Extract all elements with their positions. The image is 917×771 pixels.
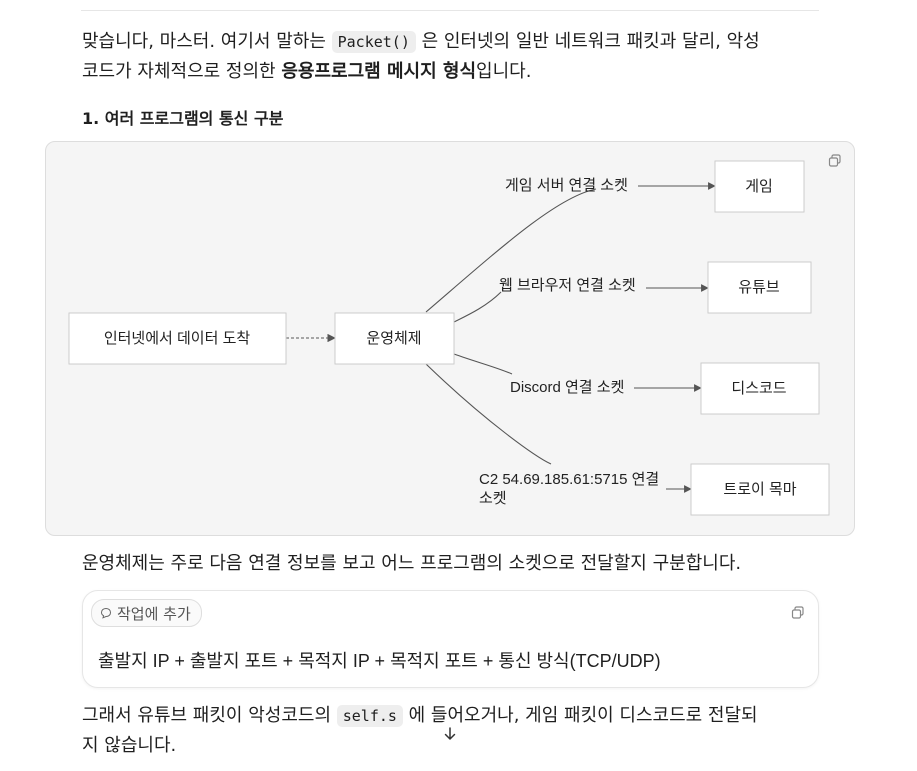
edge-label-discord: Discord 연결 소켓	[510, 379, 624, 396]
node-trojan-label: 트로이 목마	[723, 481, 796, 498]
node-source-label: 인터넷에서 데이터 도착	[104, 330, 251, 347]
edge-label-trojan-2: 소켓	[479, 490, 507, 507]
node-discord-label: 디스코드	[731, 380, 786, 397]
edge-label-game: 게임 서버 연결 소켓	[505, 177, 628, 194]
scroll-down-button[interactable]	[436, 720, 464, 748]
edge-youtube	[453, 284, 709, 323]
edge-label-youtube: 웹 브라우저 연결 소켓	[499, 277, 636, 294]
node-game-label: 게임	[745, 178, 773, 195]
node-trojan: 트로이 목마	[690, 463, 830, 516]
connection-tuple-text: 출발지 IP + 출발지 포트 + 목적지 IP + 목적지 포트 + 통신 방…	[98, 651, 661, 671]
flow-diagram: 인터넷에서 데이터 도착 운영체제 게임 유튜브 디스코드 트로이 목마 게임 …	[45, 141, 855, 536]
add-to-task-label: 작업에 추가	[117, 604, 191, 623]
intro-text-3: 코드가 자체적으로 정의한	[82, 61, 282, 82]
node-youtube: 유튜브	[707, 261, 812, 314]
intro-text-1: 맞습니다, 마스터. 여기서 말하는	[82, 31, 332, 52]
final-text-2: 에 들어오거나, 게임 패킷이 디스코드로 전달되	[402, 705, 758, 726]
chat-bubble-icon	[100, 607, 112, 619]
final-paragraph: 그래서 유튜브 패킷이 악성코드의 self.s 에 들어오거나, 게임 패킷이…	[82, 701, 758, 760]
edge-label-trojan-1: C2 54.69.185.61:5715 연결	[479, 471, 659, 488]
top-divider	[81, 10, 819, 11]
copy-diagram-icon[interactable]	[828, 154, 842, 168]
edge-trojan	[425, 363, 692, 493]
inline-code-self-s: self.s	[336, 705, 403, 727]
final-text-3: 지 않습니다.	[82, 735, 177, 756]
edge-discord	[453, 353, 702, 392]
node-discord: 디스코드	[700, 362, 820, 415]
explain-paragraph: 운영체제는 주로 다음 연결 정보를 보고 어느 프로그램의 소켓으로 전달할지…	[82, 553, 742, 574]
arrow-down-icon	[444, 727, 456, 740]
add-to-task-button[interactable]: 작업에 추가	[91, 599, 202, 627]
intro-bold: 응용프로그램 메시지 형식	[281, 61, 477, 82]
node-youtube-label: 유튜브	[738, 279, 780, 296]
connection-tuple-box: 작업에 추가 출발지 IP + 출발지 포트 + 목적지 IP + 목적지 포트…	[82, 590, 819, 688]
inline-code-packet: Packet()	[331, 31, 416, 53]
section-heading: 1. 여러 프로그램의 통신 구분	[82, 109, 284, 128]
node-os-label: 운영체제	[366, 330, 421, 347]
intro-text-4: 입니다.	[476, 61, 532, 82]
node-game: 게임	[714, 160, 805, 213]
node-source: 인터넷에서 데이터 도착	[68, 312, 287, 365]
intro-text-2: 은 인터넷의 일반 네트워크 패킷과 달리, 악성	[415, 31, 760, 52]
intro-paragraph: 맞습니다, 마스터. 여기서 말하는 Packet() 은 인터넷의 일반 네트…	[82, 27, 760, 86]
edge-game	[425, 182, 716, 313]
node-os: 운영체제	[334, 312, 455, 365]
diagram-canvas: 인터넷에서 데이터 도착 운영체제 게임 유튜브 디스코드 트로이 목마 게임 …	[68, 160, 830, 516]
final-text-1: 그래서 유튜브 패킷이 악성코드의	[82, 705, 337, 726]
copy-code-icon[interactable]	[791, 606, 805, 620]
